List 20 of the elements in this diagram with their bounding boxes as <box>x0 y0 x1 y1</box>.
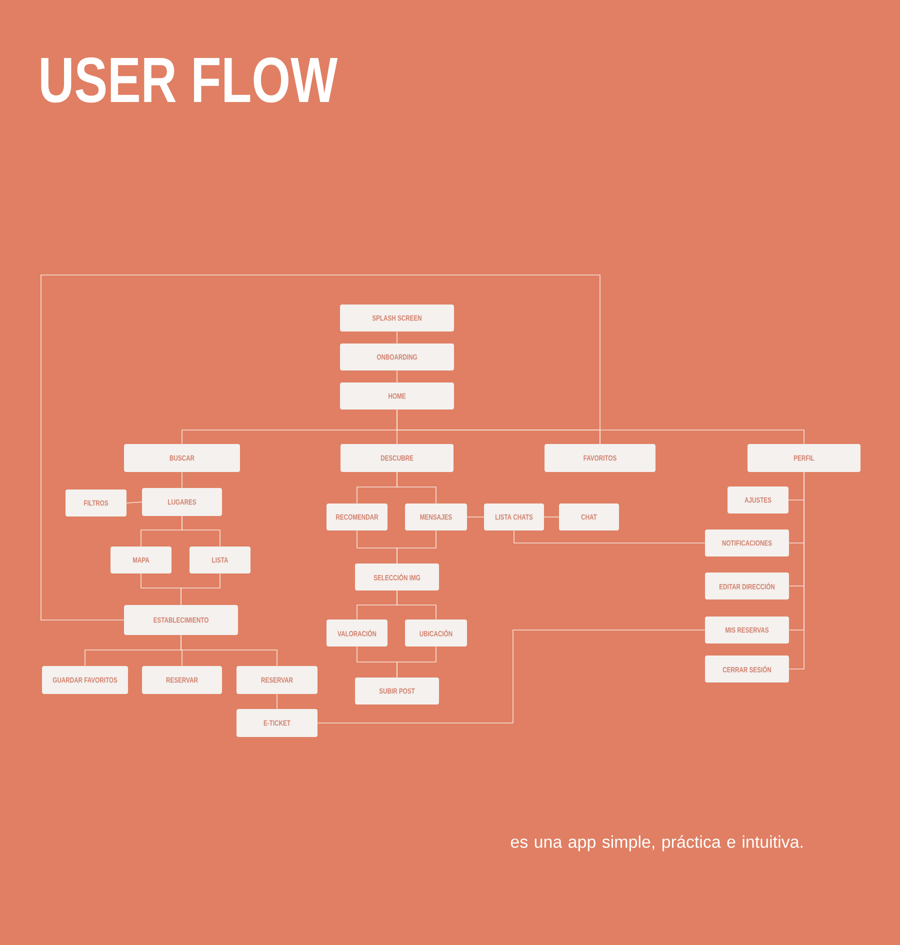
connector-line <box>126 502 142 504</box>
connector-line <box>180 634 278 666</box>
connector-line <box>396 590 436 620</box>
connector-line <box>317 630 706 724</box>
connector-line <box>180 573 220 606</box>
connector-line <box>396 331 398 344</box>
connector-line <box>514 530 706 544</box>
caption: es una app simple, práctica e intuitiva. <box>510 835 802 852</box>
connector-line <box>788 472 804 670</box>
title: USER FLOW <box>41 57 338 103</box>
connector-line <box>276 694 278 710</box>
connector-line <box>396 646 436 678</box>
connector-line <box>466 516 484 518</box>
connector-line <box>396 472 436 504</box>
connector-line <box>396 530 436 564</box>
connector-line <box>544 516 560 518</box>
connector-line <box>40 274 600 620</box>
connector-line <box>182 516 220 547</box>
connector-line <box>396 409 804 444</box>
connector-line <box>396 370 398 383</box>
